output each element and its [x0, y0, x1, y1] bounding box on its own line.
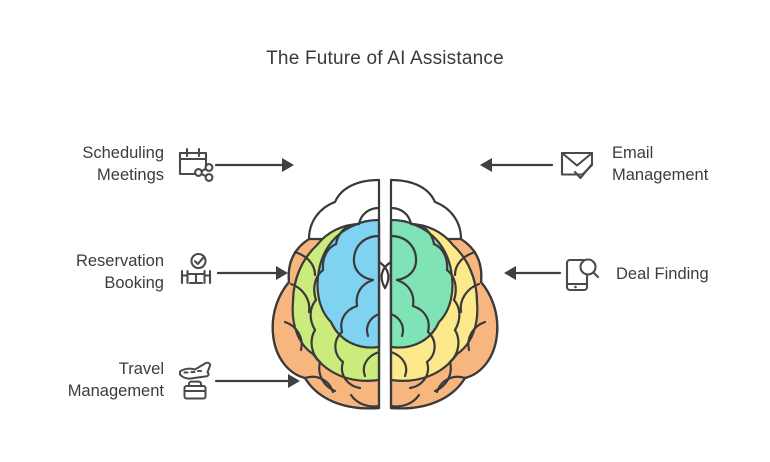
feature-item-reservation-booking[interactable]: Reservation Booking [38, 250, 218, 294]
phone-search-icon [560, 252, 604, 296]
feature-item-deal-finding[interactable]: Deal Finding [560, 252, 770, 296]
envelope-check-icon [556, 142, 600, 186]
feature-label-email-management: Email Management [612, 144, 709, 184]
table-chairs-check-icon [174, 250, 218, 294]
feature-item-email-management[interactable]: Email Management [556, 142, 766, 186]
feature-label-scheduling-meetings: Scheduling Meetings [82, 144, 164, 184]
page-title: The Future of AI Assistance [266, 48, 504, 69]
brain-graphic [265, 112, 505, 417]
airplane-briefcase-icon [174, 358, 218, 402]
calendar-share-icon [174, 142, 218, 186]
feature-item-scheduling-meetings[interactable]: Scheduling Meetings [38, 142, 218, 186]
feature-label-reservation-booking: Reservation Booking [75, 252, 164, 292]
feature-label-travel-management: Travel Management [67, 360, 164, 400]
feature-label-deal-finding: Deal Finding [616, 265, 709, 283]
brain-outline-left [271, 178, 381, 410]
arrow-left-email-management [480, 158, 554, 172]
arrow-left-deal-finding [504, 266, 562, 280]
arrow-right-reservation-booking [216, 266, 288, 280]
arrow-right-scheduling-meetings [214, 158, 294, 172]
brain-outline-right [389, 178, 499, 410]
feature-item-travel-management[interactable]: Travel Management [20, 358, 218, 402]
arrow-right-travel-management [214, 374, 300, 388]
